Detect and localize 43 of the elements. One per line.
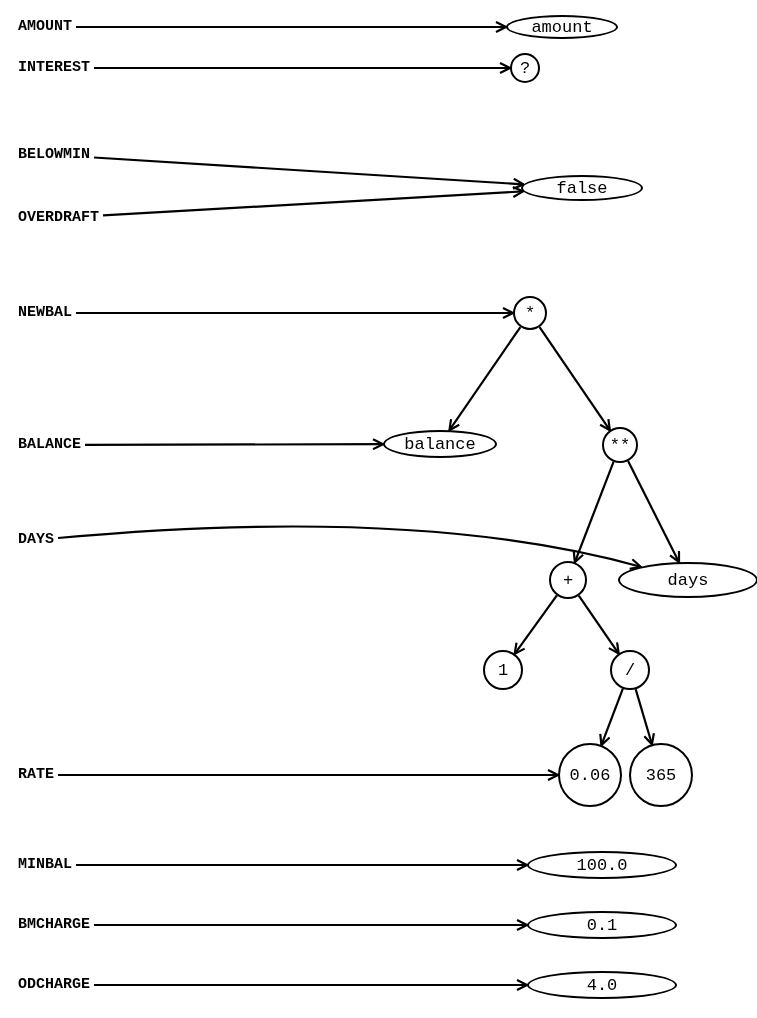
arrow [627, 460, 681, 564]
arrow [76, 858, 529, 872]
variable-name: INTEREST [18, 59, 90, 77]
value-ellipse: days [618, 562, 757, 598]
variable-name: BMCHARGE [18, 916, 90, 934]
value-ellipse: 4.0 [527, 971, 677, 999]
value-ellipse: amount [506, 15, 618, 39]
arrow [538, 326, 611, 432]
variable-name: ODCHARGE [18, 976, 90, 994]
arrow [513, 594, 558, 655]
variable-name: MINBAL [18, 856, 72, 874]
variable-name: OVERDRAFT [18, 209, 99, 227]
value-ellipse: 0.1 [527, 911, 677, 939]
value-circle: / [610, 650, 650, 690]
value-ellipse: balance [383, 430, 497, 458]
variable-name: DAYS [18, 531, 54, 549]
value-circle: 1 [483, 650, 523, 690]
arrow [85, 438, 385, 451]
variable-name: BELOWMIN [18, 146, 90, 164]
value-ellipse: false [521, 175, 643, 201]
arrow [76, 306, 515, 320]
arrow [634, 688, 655, 746]
variable-name: NEWBAL [18, 304, 72, 322]
variable-name: BALANCE [18, 436, 81, 454]
value-ellipse: 100.0 [527, 851, 677, 879]
arrow [94, 978, 529, 992]
arrow [448, 326, 522, 432]
value-circle: ? [510, 53, 540, 83]
arrow [577, 595, 620, 655]
value-circle: 0.06 [558, 743, 622, 807]
value-circle: ** [602, 427, 638, 463]
arrow [94, 61, 512, 75]
value-circle: 365 [629, 743, 693, 807]
variable-name: AMOUNT [18, 18, 72, 36]
arrow [94, 918, 529, 932]
arrow [76, 20, 508, 34]
value-circle: * [513, 296, 547, 330]
arrow [572, 461, 615, 564]
arrow [58, 768, 560, 782]
variable-name: RATE [18, 766, 54, 784]
arrow [57, 525, 642, 571]
value-circle: + [549, 561, 587, 599]
arrow [599, 688, 624, 747]
